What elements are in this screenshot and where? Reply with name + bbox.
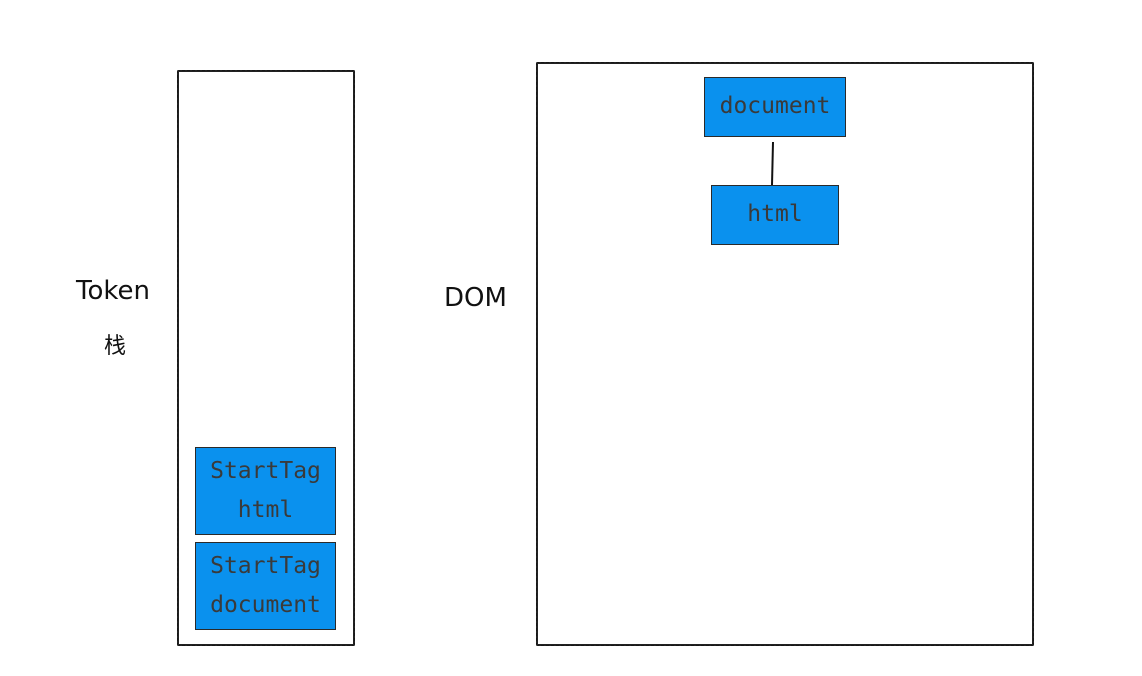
stack-item-line2: html <box>237 497 294 523</box>
dom-node-label: html <box>747 201 803 228</box>
stack-item-line1: StartTag <box>210 457 321 484</box>
token-label: Token <box>76 276 150 306</box>
stack-item-line1: StartTag <box>210 552 321 579</box>
dom-frame <box>536 62 1034 646</box>
dom-node-document: document <box>704 77 846 137</box>
stack-label: 栈 <box>104 334 127 359</box>
dom-node-label: document <box>719 93 831 120</box>
dom-label: DOM <box>444 283 507 313</box>
dom-node-html: html <box>711 185 839 245</box>
stack-item-line2: document <box>210 592 321 618</box>
stack-item-starttag-document: StartTag document <box>195 542 336 630</box>
token-stack-frame <box>177 70 355 646</box>
stack-item-starttag-html: StartTag html <box>195 447 336 535</box>
